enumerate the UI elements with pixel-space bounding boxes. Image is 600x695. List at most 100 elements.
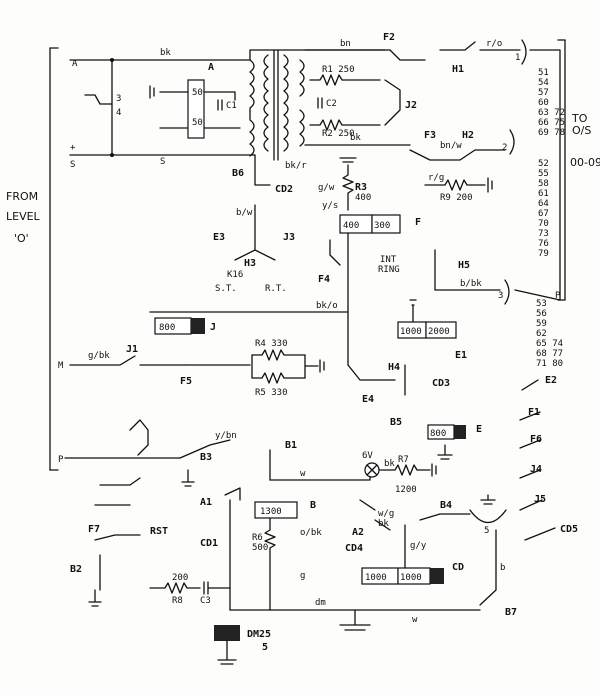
r7-value: 1200: [395, 485, 417, 495]
relay-cd-val1: 1000: [365, 573, 387, 583]
wire-label-bk3: bk: [378, 519, 389, 529]
transformer-right: [283, 54, 289, 152]
h1-contact: [439, 41, 521, 51]
j-label: J: [210, 322, 216, 333]
b3-label: B3: [200, 452, 212, 463]
transformer-core: [263, 54, 269, 152]
cd1-label: CD1: [200, 538, 218, 549]
resistor-r5: [251, 372, 306, 384]
h1-label: H1: [452, 64, 464, 75]
battery-a: [149, 85, 155, 99]
out-65: 65 74: [536, 339, 563, 349]
jack-lower: [94, 477, 141, 506]
wire-label-bko: bk/o: [316, 301, 338, 311]
out-63: 63 72: [538, 108, 565, 118]
brush-3: [504, 279, 510, 305]
r4r5-parallel: [251, 354, 319, 379]
out-73: 73: [538, 229, 549, 239]
battery-r7: [431, 463, 437, 477]
dm25-label: DM25: [247, 629, 271, 640]
j1-label: J1: [126, 344, 138, 355]
relay-a-coil: [187, 79, 205, 139]
j3-label: J3: [283, 232, 295, 243]
battery-r4: [319, 359, 325, 373]
relay-j-hatch: [191, 318, 205, 334]
a2-contact: [359, 499, 391, 531]
f3-h2-contact: [409, 149, 506, 161]
relay-h-coil-b: [425, 321, 457, 339]
wire-top-bk: [69, 49, 386, 61]
h4-label: H4: [388, 362, 400, 373]
c3-label: C3: [200, 596, 211, 606]
wire-label-rg: r/g: [428, 173, 444, 183]
b7-label: B7: [505, 607, 517, 618]
c2-label: C2: [326, 99, 337, 109]
cd5-label: CD5: [560, 524, 578, 535]
outputs-col2: 52 55 58 61 64 67 70 73 76 79: [538, 159, 549, 259]
term-m: M: [58, 361, 64, 371]
b3-contact: [179, 439, 231, 459]
relay-a-label: A: [208, 62, 214, 73]
battery-r3: [339, 157, 357, 163]
out-55: 55: [538, 169, 549, 179]
r4-label: R4 330: [255, 339, 288, 349]
relay-a-out: [203, 91, 241, 129]
transformer-right2: [299, 59, 305, 147]
lamp-label: 6V: [362, 451, 373, 461]
out-54: 54: [538, 78, 549, 88]
relay-b-val: 1300: [260, 507, 282, 517]
transformer-left: [249, 59, 255, 157]
e4-label: E4: [362, 394, 374, 405]
to-label: TO: [571, 112, 588, 125]
relay-h-val1: 1000: [400, 327, 422, 337]
side-label-o: 'O': [14, 232, 29, 245]
h5-label: H5: [458, 260, 470, 271]
f5-label: F5: [180, 376, 192, 387]
side-label-level: LEVEL: [6, 210, 41, 223]
j2-label: J2: [405, 100, 417, 111]
wire-label-s: S: [160, 157, 165, 167]
rt-label: R.T.: [265, 284, 287, 294]
resistor-r6: [264, 517, 276, 611]
brush-5: [469, 509, 507, 524]
node: [110, 153, 114, 157]
r8-label: R8: [172, 596, 183, 606]
wire-label-bk2: bk: [350, 133, 361, 143]
r6-label: R6: [252, 533, 263, 543]
r3-value: 400: [355, 193, 371, 203]
range-label: 00-09: [570, 156, 600, 169]
e4-contacts: [347, 364, 406, 396]
cd2-label: CD2: [275, 184, 293, 195]
wire-label-wg: w/g: [378, 509, 394, 519]
ring-label: RING: [378, 265, 400, 275]
k16-label: K16: [227, 270, 243, 280]
side-label-from: FROM: [6, 190, 38, 203]
out-71: 71 80: [536, 359, 563, 369]
int-label: INT: [380, 255, 397, 265]
a1-label: A1: [200, 497, 212, 508]
f-label: F: [415, 217, 421, 228]
c1-cap: [217, 99, 223, 111]
out-53: 53: [536, 299, 547, 309]
wire-label-gbk: g/bk: [88, 351, 110, 361]
wire-label-bbk: b/bk: [460, 279, 482, 289]
transformer-bars: [273, 49, 279, 161]
j1-contact: [69, 355, 186, 366]
r7-label: R7: [398, 455, 409, 465]
relay-cd-hatch: [430, 568, 444, 584]
f3-label: F3: [424, 130, 436, 141]
resistor-r9: [424, 179, 486, 191]
h3-label: H3: [244, 258, 256, 269]
j2-contacts: [384, 79, 401, 126]
cd-label: CD: [452, 562, 464, 573]
wire-label-bn: bn: [340, 39, 351, 49]
r6-value: 500: [252, 543, 268, 553]
f4-label: F4: [318, 274, 330, 285]
wire-label-ybn: y/bn: [215, 431, 237, 441]
jack-1: [84, 94, 113, 105]
resistor-r3: [342, 164, 354, 211]
relay-a-val2: 50: [192, 118, 203, 128]
pin-3: 3: [116, 94, 121, 104]
out-79: 79: [538, 249, 549, 259]
